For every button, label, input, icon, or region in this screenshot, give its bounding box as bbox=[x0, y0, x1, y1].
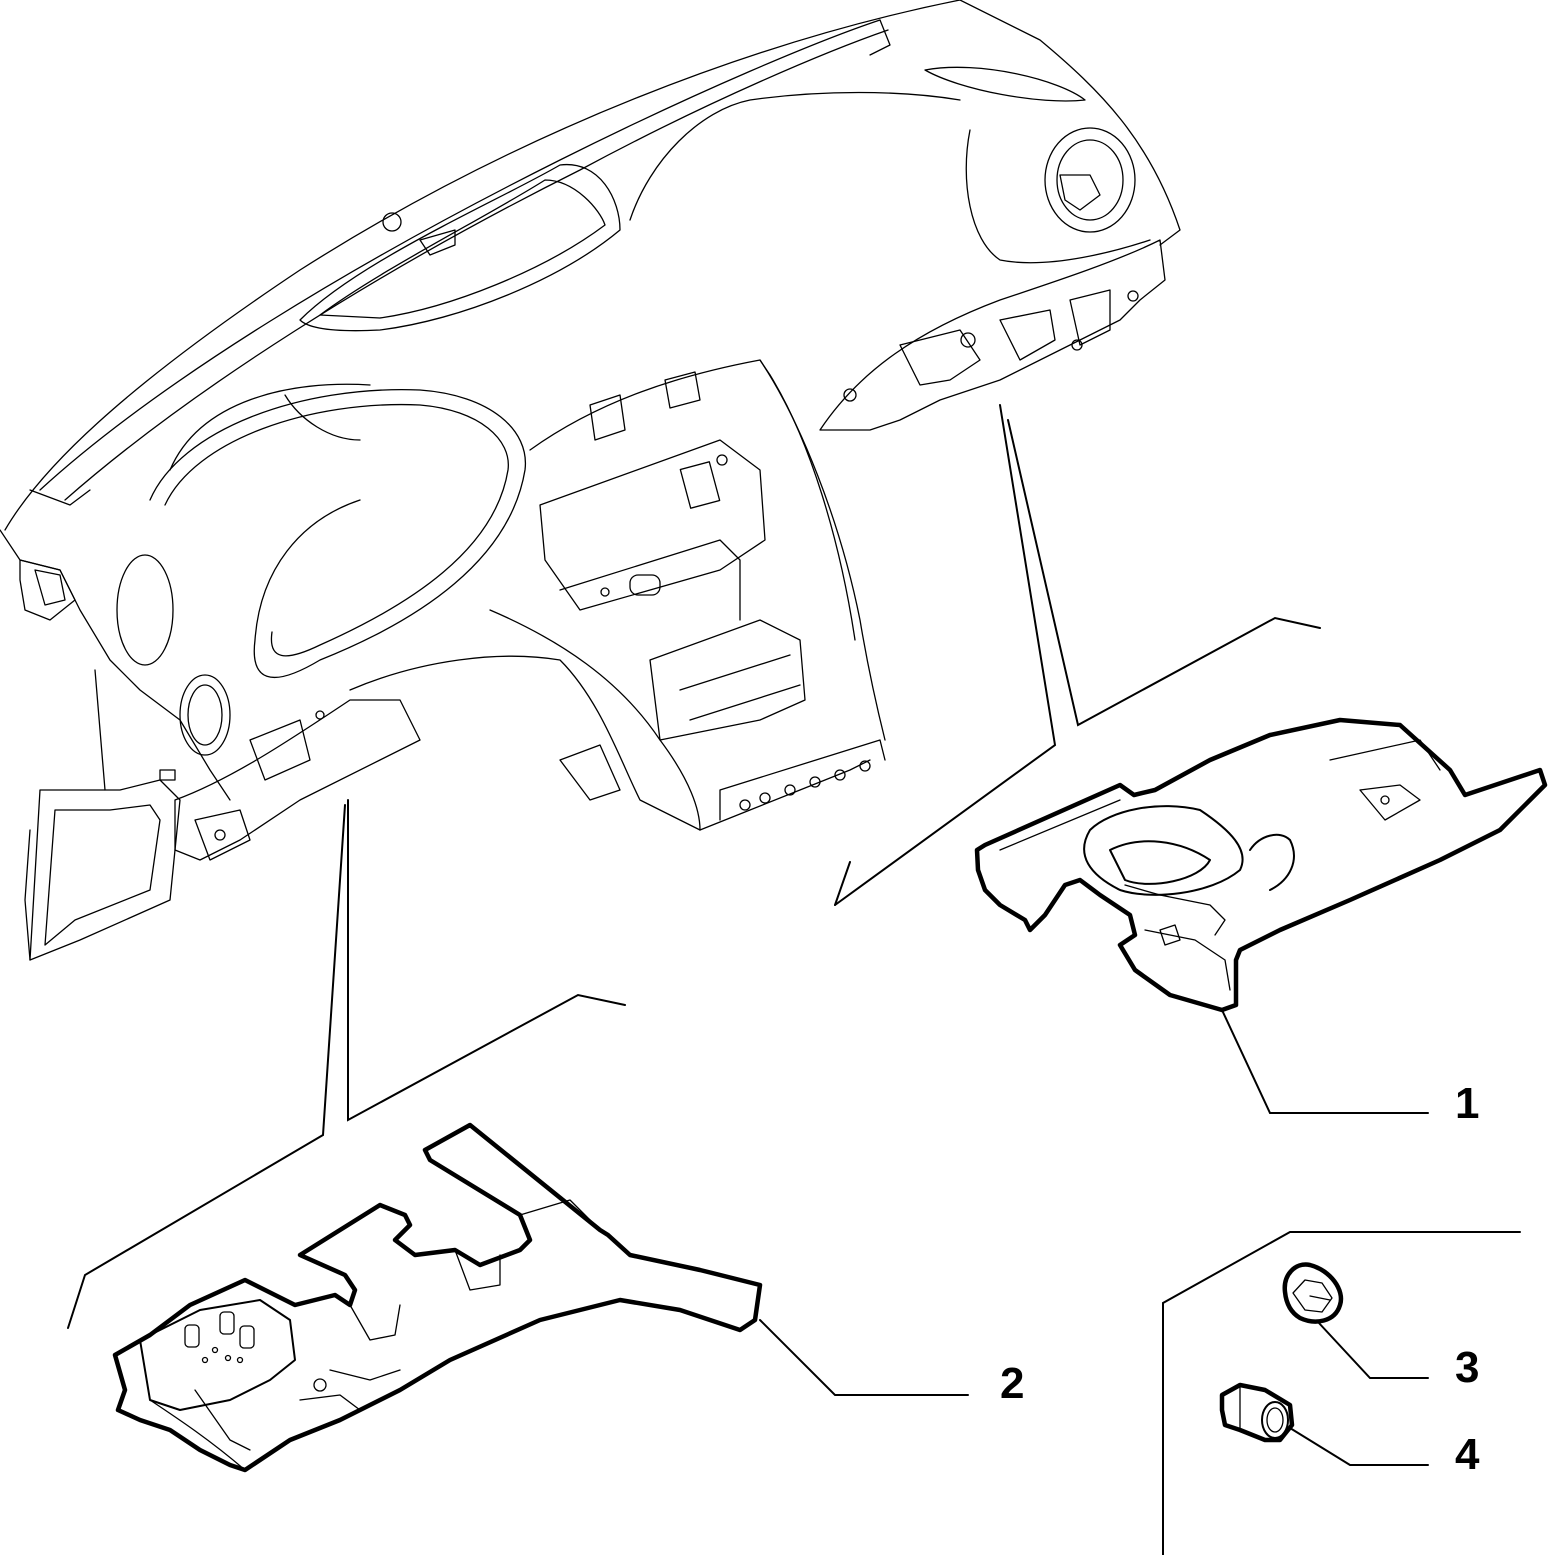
callout-label-1: 1 bbox=[1455, 1079, 1479, 1128]
dashboard-assembly bbox=[0, 0, 1181, 961]
part-1-cover bbox=[974, 717, 1548, 1013]
callout-labels: 1 2 3 4 bbox=[1000, 1079, 1480, 1479]
part-3-clip bbox=[1282, 1262, 1344, 1324]
part-4-nut bbox=[1219, 1382, 1295, 1443]
part-2-cover bbox=[112, 1122, 763, 1473]
callout-label-3: 3 bbox=[1455, 1343, 1479, 1392]
callout-label-4: 4 bbox=[1455, 1430, 1480, 1479]
leader-lines bbox=[67, 404, 1521, 1555]
callout-leaders bbox=[759, 1009, 1429, 1466]
callout-label-2: 2 bbox=[1000, 1359, 1024, 1408]
